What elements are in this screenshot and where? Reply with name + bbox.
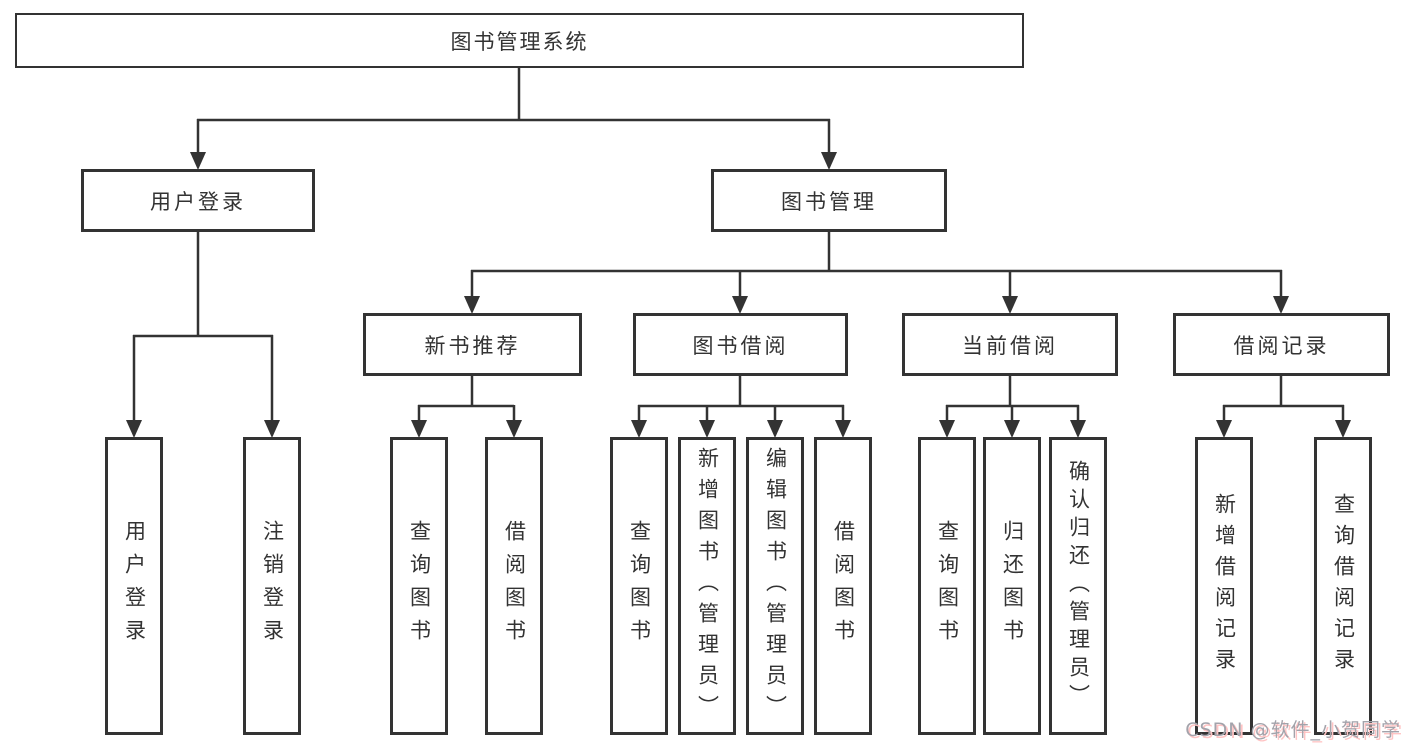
arrow-down-icon xyxy=(464,296,480,314)
leaf-query-book-borrow: 查询图书 xyxy=(610,437,668,735)
arrow-down-icon xyxy=(1004,420,1020,438)
arrow-down-icon xyxy=(126,420,142,438)
arrow-down-icon xyxy=(1335,420,1351,438)
arrow-down-icon xyxy=(821,152,837,170)
node-current-borrow: 当前借阅 xyxy=(902,313,1118,376)
node-label: 新增借阅记录 xyxy=(1212,493,1237,679)
arrow-down-icon xyxy=(506,420,522,438)
node-label: 查询图书 xyxy=(407,520,432,652)
leaf-confirm-return-admin: 确认归还（管理员） xyxy=(1049,437,1107,735)
arrow-down-icon xyxy=(767,420,783,438)
leaf-user-login: 用户登录 xyxy=(105,437,163,735)
leaf-add-borrow-record: 新增借阅记录 xyxy=(1195,437,1253,735)
node-book-borrow: 图书借阅 xyxy=(633,313,848,376)
node-label: 当前借阅 xyxy=(962,333,1058,358)
node-label: 查询图书 xyxy=(627,520,652,652)
arrow-down-icon xyxy=(631,420,647,438)
arrow-down-icon xyxy=(1216,420,1232,438)
connector-new-book-recommend-branch xyxy=(417,375,516,424)
arrow-down-icon xyxy=(835,420,851,438)
node-borrow-records: 借阅记录 xyxy=(1173,313,1390,376)
node-label: 图书管理系统 xyxy=(450,29,589,54)
node-root-system: 图书管理系统 xyxy=(15,13,1024,68)
node-user-login: 用户登录 xyxy=(81,169,315,232)
arrow-down-icon xyxy=(1070,420,1086,438)
node-label: 借阅图书 xyxy=(502,520,527,652)
node-book-management: 图书管理 xyxy=(711,169,947,232)
leaf-query-book-recommend: 查询图书 xyxy=(390,437,448,735)
arrow-down-icon xyxy=(1273,296,1289,314)
node-label: 注销登录 xyxy=(260,520,285,652)
node-label: 确认归还（管理员） xyxy=(1066,460,1091,712)
leaf-query-book-current: 查询图书 xyxy=(918,437,976,735)
node-label: 用户登录 xyxy=(122,520,147,652)
leaf-query-borrow-record: 查询借阅记录 xyxy=(1314,437,1372,735)
leaf-borrow-book-recommend: 借阅图书 xyxy=(485,437,543,735)
leaf-add-book-admin: 新增图书（管理员） xyxy=(678,437,736,735)
node-label: 借阅图书 xyxy=(831,520,856,652)
arrow-down-icon xyxy=(939,420,955,438)
node-label: 新书推荐 xyxy=(424,333,521,358)
node-label: 归还图书 xyxy=(1000,520,1025,652)
node-label: 用户登录 xyxy=(150,189,246,214)
node-label: 新增图书（管理员） xyxy=(695,446,720,726)
connector-root-branch xyxy=(196,68,831,156)
node-label: 查询图书 xyxy=(935,520,960,652)
csdn-watermark: CSDN @软件_小贺同学 xyxy=(1185,719,1401,741)
node-label: 借阅记录 xyxy=(1233,333,1330,358)
arrow-down-icon xyxy=(1002,296,1018,314)
node-new-book-recommend: 新书推荐 xyxy=(363,313,582,376)
node-label: 查询借阅记录 xyxy=(1331,493,1356,679)
connector-borrow-records-branch xyxy=(1222,375,1345,424)
leaf-borrow-book: 借阅图书 xyxy=(814,437,872,735)
arrow-down-icon xyxy=(411,420,427,438)
arrow-down-icon xyxy=(699,420,715,438)
node-label: 图书借阅 xyxy=(692,333,789,358)
connector-book-management-branch xyxy=(470,232,1283,300)
node-label: 编辑图书（管理员） xyxy=(763,446,788,726)
arrow-down-icon xyxy=(732,296,748,314)
leaf-logout-login: 注销登录 xyxy=(243,437,301,735)
leaf-return-book: 归还图书 xyxy=(983,437,1041,735)
arrow-down-icon xyxy=(264,420,280,438)
leaf-edit-book-admin: 编辑图书（管理员） xyxy=(746,437,804,735)
arrowheads xyxy=(126,152,1351,438)
node-label: 图书管理 xyxy=(781,189,877,214)
connector-current-borrow-branch xyxy=(945,375,1080,424)
connector-user-login-branch xyxy=(132,232,274,424)
arrow-down-icon xyxy=(190,152,206,170)
connector-book-borrow-branch xyxy=(637,375,845,424)
